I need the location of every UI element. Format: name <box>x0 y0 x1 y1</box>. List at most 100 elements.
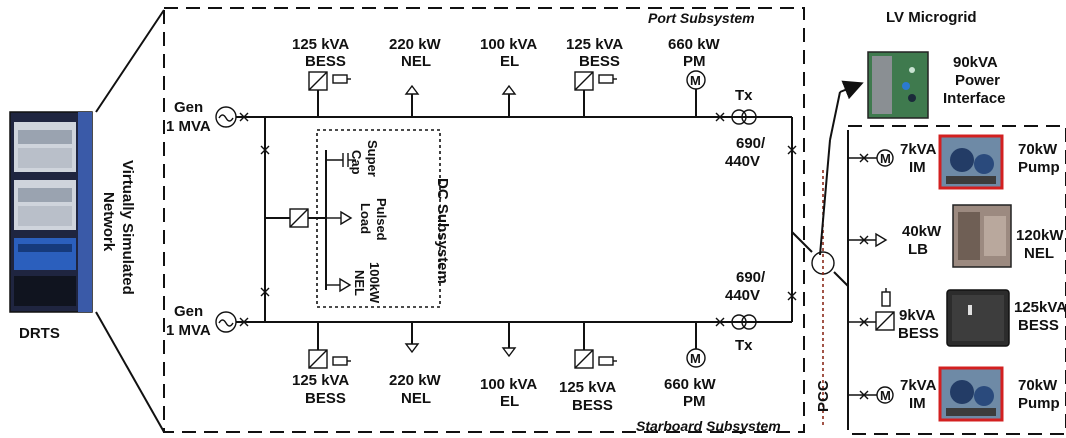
dc-converter-icon <box>289 208 309 228</box>
breaker-right-tie-top <box>787 145 797 155</box>
dc-nel-load-icon <box>339 277 352 293</box>
port-el-label-2: EL <box>500 53 519 70</box>
pcc-link-in <box>791 231 813 253</box>
starboard-subsystem-label: Starboard Subsystem <box>636 418 781 434</box>
port-nel-label-1: 220 kW <box>389 36 442 53</box>
lv-nel-label-1: 120kW <box>1016 227 1064 244</box>
port-bess1-label-2: BESS <box>305 53 346 70</box>
port-gen-label-1: Gen <box>174 99 203 116</box>
breaker-right-tie-bottom <box>787 291 797 301</box>
interface-link-2 <box>829 91 841 141</box>
stbd-el-label-1: 100 kVA <box>480 376 537 393</box>
port-tx-voltage-2: 440V <box>725 153 760 170</box>
breaker-port-gen <box>239 112 249 122</box>
interface-link <box>819 139 831 256</box>
port-bess1-label-1: 125 kVA <box>292 36 349 53</box>
lv-pump1-label-1: 70kW <box>1018 141 1058 158</box>
stbd-transformer-icon-a <box>731 314 747 330</box>
breaker-lv-im1 <box>859 153 869 163</box>
power-interface-label-1: 90kVA <box>953 54 998 71</box>
starboard-generator-icon <box>215 311 237 333</box>
lv-pump1-image <box>938 134 1004 190</box>
breaker-lv-lb <box>859 235 869 245</box>
port-nel-label-2: NEL <box>401 53 431 70</box>
lv-pump2-image <box>938 366 1004 422</box>
pulsed-load-label-2: Load <box>358 203 373 234</box>
port-bess2-converter-icon <box>574 71 617 91</box>
drts-cabinet-image <box>9 111 93 313</box>
stbd-el-load-icon <box>501 347 517 358</box>
stbd-bess1-label-1: 125 kVA <box>292 372 349 389</box>
port-transformer-icon-b <box>741 109 757 125</box>
port-bess2-label-1: 125 kVA <box>566 36 623 53</box>
port-motor-symbol: M <box>690 73 701 88</box>
stbd-bess1-converter-icon <box>308 349 351 369</box>
stbd-tx-voltage-2: 440V <box>725 287 760 304</box>
pulsed-load-icon <box>340 210 353 226</box>
port-el-load-icon <box>501 84 517 95</box>
pulsed-load-label-1: Pulsed <box>374 198 389 241</box>
lv-nel-label-2: NEL <box>1024 245 1054 262</box>
lv-microgrid-title: LV Microgrid <box>886 9 977 26</box>
lv-bess-big-label-1: 125kVA <box>1014 299 1066 316</box>
breaker-stbd-tx <box>715 317 725 327</box>
drts-label: DRTS <box>19 325 60 342</box>
funnel-line-bottom <box>95 311 165 433</box>
dc-subsystem-label: DC Subsystem <box>434 178 451 284</box>
funnel-line-top <box>95 9 165 113</box>
lv-pump2-label-1: 70kW <box>1018 377 1058 394</box>
port-gen-label-2: 1 MVA <box>166 118 211 135</box>
lv-lb-label-1: 40kW <box>902 223 942 240</box>
power-interface-label-2: Power <box>955 72 1000 89</box>
stbd-tx-label: Tx <box>735 337 753 354</box>
stbd-el-label-2: EL <box>500 393 519 410</box>
lv-pump2-label-2: Pump <box>1018 395 1060 412</box>
lv-im2-label-2: IM <box>909 395 926 412</box>
port-pm-label-2: PM <box>683 53 706 70</box>
port-generator-icon <box>215 106 237 128</box>
lv-bess-label-1: 9kVA <box>899 307 936 324</box>
stbd-pm-label-2: PM <box>683 393 706 410</box>
port-bess2-label-2: BESS <box>579 53 620 70</box>
breaker-left-tie-top <box>260 145 270 155</box>
breaker-left-tie-bottom <box>260 287 270 297</box>
port-subsystem-label: Port Subsystem <box>648 10 755 26</box>
stbd-motor-symbol: M <box>690 351 701 366</box>
port-bess1-converter-icon <box>308 71 351 91</box>
stbd-bess2-label-2: BESS <box>572 397 613 414</box>
supercap-label-2: Cap <box>349 150 364 175</box>
lv-im2-motor-icon <box>876 386 894 404</box>
stbd-gen-label-1: Gen <box>174 303 203 320</box>
lv-im1-motor-symbol: M <box>880 151 891 166</box>
port-generator-sine-icon <box>218 114 234 122</box>
stbd-tx-voltage-1: 690/ <box>736 269 766 286</box>
stbd-gen-label-2: 1 MVA <box>166 322 211 339</box>
supercap-label-1: Super <box>365 140 380 177</box>
power-interface-image <box>867 51 929 119</box>
lv-lb-load-icon <box>875 232 888 248</box>
port-el-label-1: 100 kVA <box>480 36 537 53</box>
port-tx-label: Tx <box>735 87 753 104</box>
power-interface-label-3: Interface <box>943 90 1006 107</box>
pcc-label: PCC <box>815 380 832 412</box>
dc-nel-label-1: 100kW <box>367 262 382 304</box>
lv-im1-label-1: 7kVA <box>900 141 937 158</box>
port-transformer-icon-a <box>731 109 747 125</box>
stbd-nel-label-2: NEL <box>401 390 431 407</box>
dc-nel-label-2: NEL <box>352 270 367 296</box>
lv-im1-label-2: IM <box>909 159 926 176</box>
breaker-lv-bess <box>859 317 869 327</box>
lv-bess-label-2: BESS <box>898 325 939 342</box>
port-tx-voltage-1: 690/ <box>736 135 766 152</box>
stbd-nel-load-icon <box>404 343 420 354</box>
lv-lb-label-2: LB <box>908 241 928 258</box>
breaker-lv-im2 <box>859 390 869 400</box>
interface-arrow <box>839 80 864 100</box>
stbd-bess2-label-1: 125 kVA <box>559 379 616 396</box>
lv-bess-converter-icon <box>875 288 895 331</box>
stbd-nel-label-1: 220 kW <box>389 372 442 389</box>
stbd-bess2-converter-icon <box>574 349 617 369</box>
virtual-label-2: Network <box>100 192 117 252</box>
lv-im1-motor-icon <box>876 149 894 167</box>
